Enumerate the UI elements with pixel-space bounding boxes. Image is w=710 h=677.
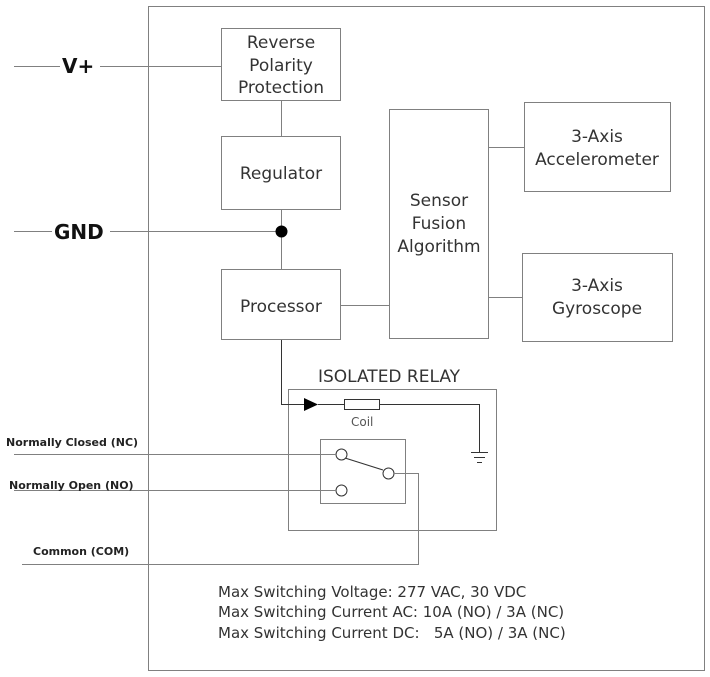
coil-symbol — [344, 399, 380, 410]
isolated-relay-title: ISOLATED RELAY — [318, 367, 461, 387]
spec-switching-current-ac: Max Switching Current AC: 10A (NO) / 3A … — [218, 603, 564, 621]
reverse-polarity-block — [221, 28, 341, 101]
nc-terminal-label: Normally Closed (NC) — [6, 436, 138, 449]
spec-switching-voltage: Max Switching Voltage: 277 VAC, 30 VDC — [218, 583, 526, 601]
nc-contact — [335, 448, 348, 461]
reverse-polarity-label-1: Reverse — [247, 33, 315, 53]
common-terminal-label: Common (COM) — [33, 545, 129, 558]
spec-switching-current-dc: Max Switching Current DC: 5A (NO) / 3A (… — [218, 624, 566, 642]
gnd-junction-dot — [275, 225, 288, 238]
coil-label: Coil — [351, 415, 373, 429]
relay-drive-arrow — [304, 398, 318, 411]
accelerometer-block — [524, 102, 671, 192]
sensor-fusion-label-3: Algorithm — [397, 237, 480, 257]
no-terminal-label: Normally Open (NO) — [9, 479, 134, 492]
device-enclosure — [148, 6, 705, 671]
gyroscope-label-2: Gyroscope — [552, 299, 642, 319]
regulator-label: Regulator — [240, 164, 322, 184]
accelerometer-label-2: Accelerometer — [535, 150, 659, 170]
coil-ground-wire — [380, 404, 480, 452]
common-contact — [382, 467, 395, 480]
common-wire — [22, 473, 419, 565]
reverse-polarity-label-2: Polarity — [249, 56, 313, 76]
processor-relay-drive-wire — [281, 340, 310, 405]
no-contact — [335, 484, 348, 497]
vplus-label: V+ — [62, 54, 94, 78]
relay-switch-armature — [344, 457, 384, 471]
regulator-block — [221, 136, 341, 210]
gnd-label: GND — [54, 220, 104, 244]
sensor-fusion-label-2: Fusion — [412, 214, 466, 234]
sensor-fusion-block — [389, 109, 489, 339]
accelerometer-label-1: 3-Axis — [571, 127, 623, 147]
sensor-fusion-label-1: Sensor — [410, 191, 468, 211]
vplus-label-bg — [60, 54, 100, 78]
processor-label: Processor — [240, 297, 322, 317]
isolated-relay-box — [288, 389, 497, 531]
processor-block — [221, 269, 341, 340]
gnd-label-bg — [52, 219, 110, 243]
gyroscope-label-1: 3-Axis — [571, 276, 623, 296]
gyroscope-block — [522, 253, 673, 342]
reverse-polarity-label-3: Protection — [238, 78, 324, 98]
ground-symbol — [471, 452, 488, 463]
